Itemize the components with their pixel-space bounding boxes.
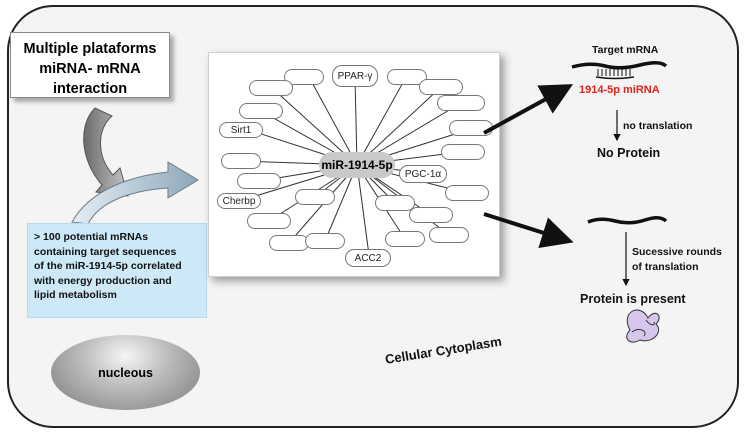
potential-line-2: containing target sequences — [34, 245, 177, 258]
node-empty-17 — [429, 227, 469, 243]
node-empty-15 — [305, 233, 345, 249]
protein-icon — [626, 309, 660, 343]
rounds-line-1: Sucessive rounds — [632, 246, 722, 258]
curved-arrow-bottom — [71, 161, 199, 225]
title-line-1: Multiple plataforms — [23, 41, 157, 57]
target-mrna-label: Target mRNA — [592, 44, 659, 56]
node-empty-13 — [409, 207, 453, 223]
mrna-strand-translated — [587, 216, 668, 225]
title-line-3: interaction — [52, 81, 128, 97]
title-box: Multiple plataforms miRNA- mRNA interact… — [10, 32, 170, 98]
node-ppar-gamma: PPAR-γ — [332, 65, 378, 87]
arrow-to-no-translation — [483, 84, 574, 135]
node-empty-9 — [441, 144, 485, 160]
arrow-to-translation — [483, 212, 574, 248]
node-empty-10 — [237, 173, 281, 189]
node-empty-18 — [295, 189, 335, 205]
node-sirt1: Sirt1 — [219, 122, 263, 138]
potential-mrnas-box: > 100 potential mRNAs containing target … — [27, 223, 207, 318]
node-acc2: ACC2 — [345, 249, 391, 267]
node-empty-4 — [419, 79, 463, 95]
potential-line-4: with energy production and — [34, 274, 172, 287]
node-empty-3 — [249, 80, 293, 96]
potential-line-1: > 100 potential mRNAs — [34, 231, 149, 243]
mirna-strand — [595, 76, 635, 80]
mirna-label: 1914-5p miRNA — [579, 84, 660, 96]
node-empty-12 — [247, 213, 291, 229]
curved-arrow-top — [83, 107, 129, 197]
target-mrna-strand — [571, 61, 668, 70]
node-pgc-1a: PGC-1α — [399, 165, 447, 183]
node-hub-mir-1914-5p: miR-1914-5p — [319, 152, 395, 178]
mirna-binding-ticks — [597, 69, 631, 76]
node-empty-2 — [387, 69, 427, 85]
nucleus: nucleous — [51, 335, 200, 410]
node-empty-5 — [239, 103, 283, 119]
no-translation-label: no translation — [623, 120, 693, 132]
node-empty-11 — [445, 185, 489, 201]
rounds-line-2: of translation — [632, 261, 699, 273]
node-empty-1 — [284, 69, 324, 85]
title-line-2: miRNA- mRNA — [39, 61, 141, 77]
no-protein-label: No Protein — [597, 146, 661, 160]
protein-present-label: Protein is present — [580, 292, 686, 306]
node-empty-19 — [375, 195, 415, 211]
potential-line-5: lipid metabolism — [34, 289, 117, 301]
node-empty-8 — [221, 153, 261, 169]
node-empty-6 — [437, 95, 485, 111]
potential-line-3: of the miR-1914-5p correlated — [34, 260, 182, 272]
network-panel: PPAR-γ Sirt1 PGC-1α Cherbp ACC2 miR-1914… — [208, 52, 500, 277]
nucleus-label: nucleous — [98, 365, 153, 380]
node-cherbp: Cherbp — [217, 193, 261, 209]
node-empty-16 — [385, 231, 425, 247]
